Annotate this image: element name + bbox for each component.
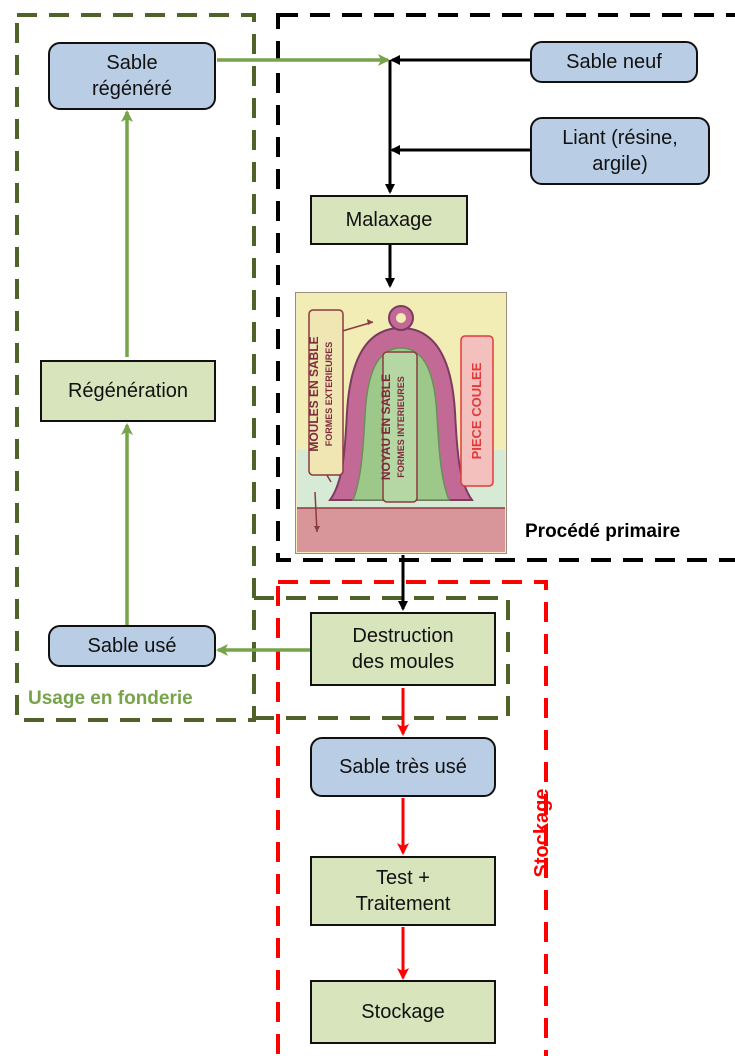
node-stockage: Stockage: [310, 980, 496, 1044]
label-moules-sub: FORMES EXTERIEURES: [324, 341, 334, 447]
node-sable-neuf-label: Sable neuf: [566, 51, 662, 73]
label-piece-coulee: PIECE COULEE: [469, 362, 484, 460]
region-stockage: [276, 580, 548, 1056]
label-noyau-title: NOYAU EN SABLE: [379, 373, 393, 481]
mould-illustration-drawing: [294, 291, 508, 555]
node-malaxage: Malaxage: [310, 195, 468, 245]
node-regeneration: Régénération: [40, 360, 216, 422]
node-destruction: Destruction des moules: [310, 612, 496, 686]
label-moules-title: MOULES EN SABLE: [307, 336, 321, 452]
region-label-primaire: Procédé primaire: [525, 521, 681, 542]
node-destruction-label: Destruction des moules: [351, 625, 455, 673]
node-stockage-label: Stockage: [361, 1001, 445, 1023]
node-sable-tres-use: Sable très usé: [310, 737, 496, 797]
region-label-usage: Usage en fonderie: [28, 688, 193, 709]
label-moules: MOULES EN SABLE FORMES EXTERIEURES: [307, 314, 341, 474]
node-test-traitement: Test + Traitement: [310, 856, 496, 926]
node-test-traitement-label: Test + Traitement: [355, 867, 451, 915]
mould-illustration: MOULES EN SABLE FORMES EXTERIEURES NOYAU…: [294, 291, 508, 555]
region-procede-primaire: [276, 13, 735, 562]
node-sable-use-label: Sable usé: [87, 635, 177, 657]
region-usage-en-fonderie: [15, 13, 256, 722]
region-label-stockage: Stockage: [531, 788, 553, 878]
node-sable-regenere-label: Sable régénéré: [91, 52, 173, 100]
node-sable-regenere: Sable régénéré: [48, 42, 216, 110]
node-regeneration-label: Régénération: [67, 380, 189, 402]
node-sable-use: Sable usé: [48, 625, 216, 667]
node-liant-label: Liant (résine, argile): [562, 127, 678, 175]
node-sable-tres-use-label: Sable très usé: [339, 756, 467, 778]
label-noyau-sub: FORMES INTERIEURES: [396, 376, 406, 478]
node-sable-neuf: Sable neuf: [530, 41, 698, 83]
node-malaxage-label: Malaxage: [345, 209, 433, 231]
node-liant: Liant (résine, argile): [530, 117, 710, 185]
label-noyau: NOYAU EN SABLE FORMES INTERIEURES: [379, 352, 413, 502]
